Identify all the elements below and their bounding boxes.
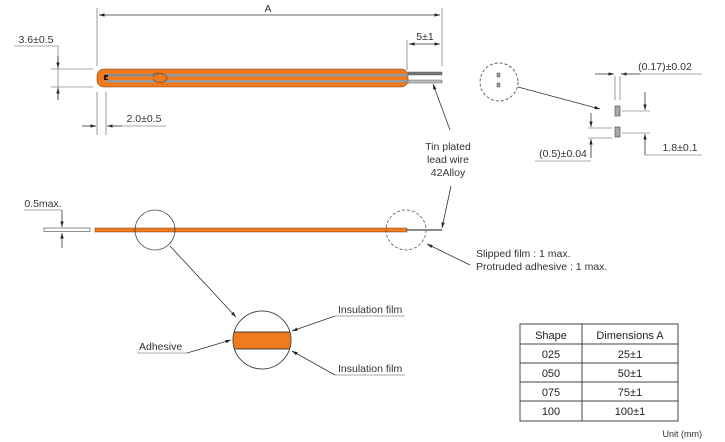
unit-label: Unit (mm) (663, 429, 703, 439)
dim-label-width: 3.6±0.5 (19, 34, 54, 46)
leader-arrow (169, 245, 237, 318)
lead-wire-bottom (407, 79, 443, 84)
dim-label-tip: 2.0±0.5 (127, 113, 162, 125)
wire-end (496, 82, 501, 88)
wire-track-top (106, 74, 408, 77)
leader-arrow (517, 86, 601, 110)
trace (106, 77, 156, 79)
dim-label-a: A (264, 3, 271, 15)
table-cell: 050 (542, 368, 560, 380)
dimensions-table: Shape Dimensions A 025 25±1 050 50±1 075… (519, 323, 679, 422)
note-line: lead wire (427, 154, 469, 166)
table-cell: 25±1 (618, 349, 642, 361)
cross-section-view: (0.17)±0.02 1.8±0.1 (0.5)±0.04 (479, 61, 702, 162)
leader-arrow (291, 350, 336, 376)
wire-track-bottom (106, 80, 408, 83)
table-header: Shape (535, 330, 567, 342)
dim-label-wire-span: 1.8±0.1 (663, 142, 698, 154)
label-film-top: Insulation film (338, 304, 402, 316)
leader-arrow (291, 315, 336, 332)
end-profile (43, 227, 91, 232)
table-header: Dimensions A (596, 330, 664, 342)
adhesive-layer (233, 331, 291, 350)
side-view: 0.5max. Slipped film : 1 max. Protruded … (24, 198, 607, 273)
note-line: Tin plated (425, 141, 471, 153)
label-film-bottom: Insulation film (338, 363, 402, 375)
wire-section-top (614, 105, 621, 117)
note-protruded-adhesive: Protruded adhesive : 1 max. (476, 261, 607, 273)
label-adhesive: Adhesive (139, 341, 182, 353)
table-border (519, 323, 679, 422)
end-detail-circle (385, 209, 427, 251)
top-view: A 5±1 3.6±0.5 2.0±0.5 (14, 3, 443, 135)
lead-wire-note: Tin plated lead wire 42Alloy (425, 83, 471, 229)
side-film (94, 227, 408, 233)
note-line: 42Alloy (431, 167, 466, 179)
leader-arrow (426, 243, 471, 266)
leader-arrow (432, 83, 451, 131)
wire-end (496, 72, 501, 78)
layer-detail: Adhesive Insulation film Insulation film (137, 245, 405, 376)
leader-arrow (186, 339, 232, 354)
table-cell: 075 (542, 387, 560, 399)
table-cell: 100±1 (615, 406, 646, 418)
lead-wire-top (407, 71, 443, 76)
wire-end-circle (479, 62, 519, 102)
table-cell: 100 (542, 406, 560, 418)
table-cell: 50±1 (618, 368, 642, 380)
detail-circle (134, 209, 176, 251)
table-cell: 025 (542, 349, 560, 361)
note-slipped-film: Slipped film : 1 max. (476, 248, 571, 260)
dim-label-wire-gap: (0.5)±0.04 (539, 148, 587, 160)
leader-arrow (441, 185, 452, 229)
dim-label-lead: 5±1 (416, 31, 434, 43)
dim-label-wire-width: (0.17)±0.02 (638, 61, 692, 73)
dim-label-thickness: 0.5max. (24, 198, 61, 210)
wire-section-bottom (614, 126, 621, 138)
table-cell: 75±1 (618, 387, 642, 399)
detail-outline (232, 310, 292, 370)
